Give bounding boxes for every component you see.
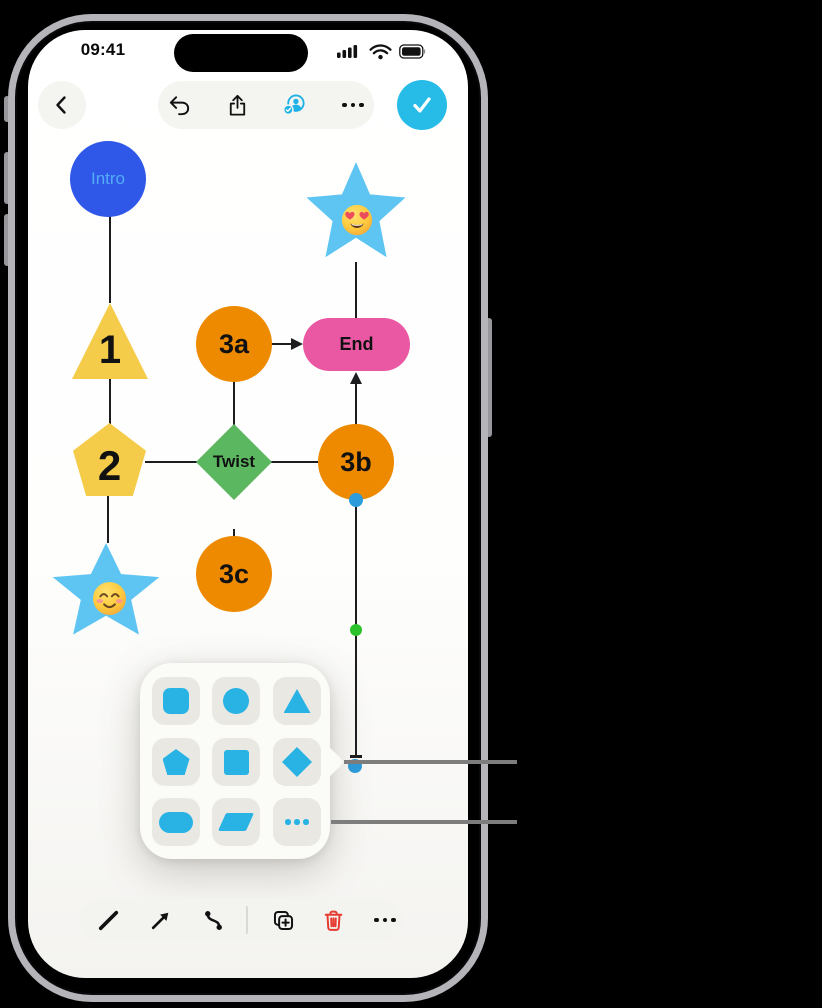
shape-option-circle[interactable] (212, 677, 260, 725)
node-label: 1 (98, 328, 122, 372)
smiling-blush-face-emoji (92, 581, 127, 616)
heart-eyes-face-emoji (341, 204, 373, 236)
back-button[interactable] (38, 81, 86, 129)
edge-star-end (355, 262, 357, 319)
diamond-icon (282, 747, 312, 777)
ellipsis-icon (285, 819, 309, 825)
collaborate-button[interactable] (282, 92, 308, 118)
wifi-icon (369, 44, 392, 60)
node-intro[interactable]: Intro (70, 141, 146, 217)
node-step3c[interactable]: 3c (196, 536, 272, 612)
edge-1-2 (109, 378, 111, 424)
connector-tool-button[interactable] (200, 907, 226, 933)
ellipsis-icon (342, 102, 364, 108)
shape-option-triangle[interactable] (273, 677, 321, 725)
edge-3a-end (271, 343, 293, 345)
connector-mid-handle[interactable] (350, 624, 362, 636)
volume-down-button[interactable] (4, 214, 10, 266)
node-label: 3b (340, 446, 372, 477)
shape-option-oval[interactable] (152, 798, 200, 846)
node-star-heart-eyes[interactable] (306, 162, 406, 258)
node-label: 3c (218, 558, 250, 589)
checkmark-icon (413, 97, 431, 113)
done-button[interactable] (397, 80, 447, 130)
popup-tail (326, 740, 343, 784)
shape-option-diamond[interactable] (273, 738, 321, 786)
toolbar-more-button[interactable] (372, 907, 398, 933)
duplicate-icon (273, 910, 293, 930)
shape-picker-popup (140, 663, 343, 859)
share-button[interactable] (224, 92, 250, 118)
rounded-square-icon (163, 688, 189, 714)
delete-button[interactable] (320, 907, 346, 933)
toolbar-divider (246, 906, 248, 934)
callout-line-connector-endpoint (344, 760, 517, 764)
power-button[interactable] (486, 318, 492, 437)
drawing-toolbar (79, 899, 403, 941)
node-label: End (339, 334, 374, 354)
dynamic-island (174, 34, 308, 72)
node-twist[interactable]: Twist (196, 424, 272, 500)
share-icon (229, 94, 245, 116)
shape-option-square[interactable] (212, 738, 260, 786)
screen: 09:41 (28, 30, 468, 978)
action-button[interactable] (4, 96, 10, 122)
node-label: Twist (212, 452, 256, 471)
edge-3a-twist (233, 381, 235, 425)
node-label: Intro (90, 169, 126, 188)
edge-intro-1 (109, 214, 111, 303)
edit-toolbar (158, 81, 374, 129)
signal-strength-icon (337, 45, 358, 58)
node-step3a[interactable]: 3a (196, 306, 272, 382)
volume-up-button[interactable] (4, 152, 10, 204)
connector-start-handle[interactable] (349, 493, 363, 507)
callout-line-more-shapes (331, 820, 517, 824)
arrowhead-3b-end (350, 372, 362, 384)
undo-icon (169, 95, 189, 115)
node-star-blush[interactable] (52, 543, 160, 635)
edge-2-twist (145, 461, 197, 463)
triangle-icon (283, 689, 311, 713)
shape-option-rounded-square[interactable] (152, 677, 200, 725)
duplicate-button[interactable] (270, 907, 296, 933)
node-step2[interactable]: 2 (73, 423, 146, 496)
oval-icon (159, 811, 193, 833)
connector-icon (204, 910, 222, 930)
chevron-left-icon (56, 96, 66, 114)
circle-icon (223, 688, 249, 714)
trash-icon (324, 910, 342, 931)
edge-3b-end (355, 383, 357, 425)
edge-2-star (107, 494, 109, 543)
node-end[interactable]: End (303, 318, 410, 371)
line-tool-button[interactable] (95, 907, 121, 933)
connector-end-cap (350, 755, 362, 758)
parallelogram-icon (217, 813, 255, 831)
arrowhead-3a-end (291, 338, 303, 350)
node-label: 3a (218, 328, 250, 359)
pentagon-icon (162, 749, 190, 775)
edge-twist-3b (271, 461, 319, 463)
line-icon (98, 910, 118, 930)
undo-button[interactable] (166, 92, 192, 118)
arrow-icon (151, 912, 168, 929)
status-time: 09:41 (80, 40, 126, 59)
shape-option-pentagon[interactable] (152, 738, 200, 786)
arrow-tool-button[interactable] (147, 907, 173, 933)
square-icon (223, 749, 249, 775)
node-label: 2 (97, 441, 122, 489)
shape-option-more-shapes[interactable] (273, 798, 321, 846)
collaborate-person-icon (282, 94, 305, 115)
shape-option-parallelogram[interactable] (212, 798, 260, 846)
node-step1[interactable]: 1 (72, 303, 148, 379)
more-button[interactable] (340, 92, 366, 118)
battery-icon (399, 44, 426, 59)
ellipsis-icon (374, 917, 396, 923)
node-step3b[interactable]: 3b (318, 424, 394, 500)
